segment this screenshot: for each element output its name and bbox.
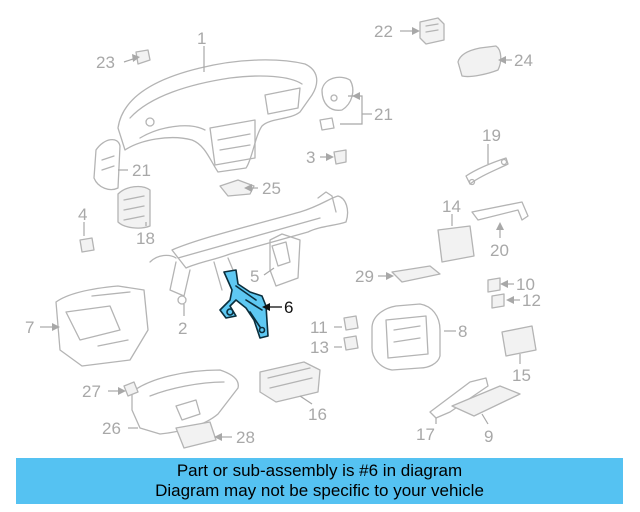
callout-9: 9: [484, 427, 493, 446]
part-11-switch: [343, 315, 359, 331]
callout-21-left: 21: [132, 161, 151, 180]
part-19-handle: [465, 157, 509, 186]
part-21-vent-right: [319, 76, 354, 131]
callout-12: 12: [522, 291, 541, 310]
callout-2: 2: [178, 319, 187, 338]
callout-6-highlighted: 6: [284, 298, 293, 317]
part-23-clip: [135, 49, 151, 65]
part-28-box: [175, 421, 217, 449]
callout-24: 24: [514, 51, 533, 70]
callout-17: 17: [416, 425, 435, 444]
part-6-bracket-highlighted: [219, 269, 269, 339]
callout-26: 26: [102, 419, 121, 438]
callout-18: 18: [136, 229, 155, 248]
callout-7: 7: [25, 318, 34, 337]
part-24-cover: [457, 45, 502, 78]
callout-25: 25: [262, 179, 281, 198]
part-4-bracket: [79, 237, 95, 253]
part-22-switch: [419, 17, 445, 45]
part-13-switch: [343, 335, 359, 351]
callout-8: 8: [458, 322, 467, 341]
part-27-latch: [123, 381, 139, 397]
callout-16: 16: [308, 405, 327, 424]
callout-21-right: 21: [374, 105, 393, 124]
part-5-bracket: [271, 241, 291, 267]
callout-19: 19: [482, 126, 501, 145]
part-21-vent-left: [93, 139, 121, 191]
callout-29: 29: [355, 267, 374, 286]
callout-11: 11: [310, 318, 328, 337]
callout-1: 1: [197, 29, 206, 48]
part-7-lower-panel: [55, 285, 149, 367]
callout-14: 14: [442, 197, 461, 216]
leader-lines: [40, 27, 521, 441]
part-29-plate: [391, 265, 441, 283]
callout-15: 15: [512, 366, 531, 385]
part-26-glovebox: [131, 369, 239, 435]
callout-22: 22: [374, 22, 393, 41]
part-2-reinforcement: [149, 191, 349, 305]
info-banner: Part or sub-assembly is #6 in diagram Di…: [16, 458, 623, 504]
part-14-panel: [437, 225, 475, 263]
callout-28: 28: [236, 428, 255, 447]
part-12-switch: [491, 293, 505, 309]
banner-line-2: Diagram may not be specific to your vehi…: [155, 481, 484, 500]
callout-27: 27: [82, 382, 101, 401]
part-3-clip: [333, 149, 347, 165]
part-20-trim: [471, 201, 529, 221]
callout-13: 13: [310, 338, 329, 357]
callout-labels: 1 2 3 4 5 6 7 8 9 10 11 12 13 14 15 16 1…: [25, 22, 541, 447]
callout-10: 10: [516, 275, 535, 294]
part-1-dashboard: [117, 59, 318, 173]
callout-20: 20: [490, 241, 509, 260]
part-9-panel: [451, 385, 521, 417]
callout-23: 23: [96, 53, 115, 72]
part-8-bezel: [371, 303, 441, 371]
part-10-switch: [487, 277, 501, 293]
part-18-vent: [117, 185, 151, 229]
part-16-switch-panel: [259, 361, 321, 403]
callout-4: 4: [78, 205, 87, 224]
callout-5: 5: [250, 267, 259, 286]
banner-line-1: Part or sub-assembly is #6 in diagram: [176, 461, 463, 480]
callout-3: 3: [306, 148, 315, 167]
part-15-plate: [501, 325, 537, 357]
